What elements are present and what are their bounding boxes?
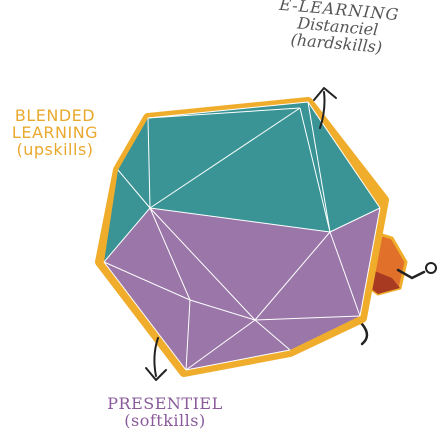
hand-arm-right	[396, 268, 426, 280]
face-edges	[103, 101, 381, 371]
blended-title-line1: BLENDED	[14, 106, 96, 125]
blended-title-line2: LEARNING	[11, 122, 99, 142]
presentiel-skills: (softkills)	[124, 410, 206, 430]
blended-skills: (upskills)	[16, 139, 94, 159]
arrow-up-icon	[313, 87, 337, 129]
hand-ball	[425, 262, 437, 274]
presentiel-label: PRESENTIEL (softkills)	[95, 394, 235, 430]
teal-region	[104, 102, 380, 262]
presentiel-title: PRESENTIEL	[107, 394, 223, 413]
purple-region	[104, 208, 380, 370]
arrow-down-icon	[145, 337, 167, 381]
blended-label: BLENDED LEARNING (upskills)	[0, 106, 110, 159]
